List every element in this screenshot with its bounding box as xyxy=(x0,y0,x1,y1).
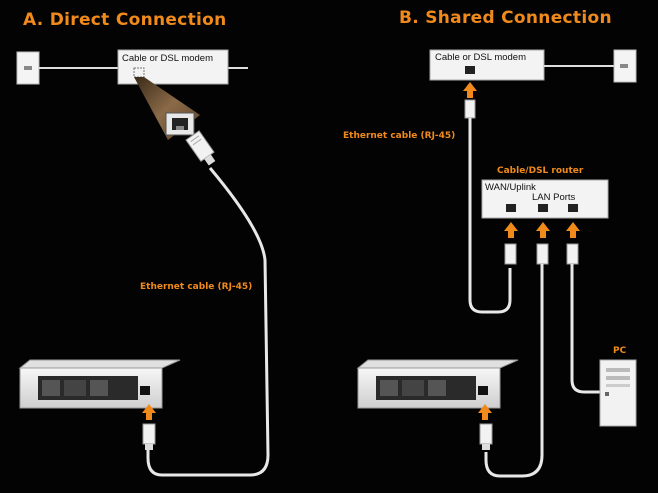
pc-label: PC xyxy=(613,346,627,356)
arrow-up-icon xyxy=(478,404,492,420)
cable-a-label: Ethernet cable (RJ-45) xyxy=(140,282,253,292)
ethernet-cable-router-console xyxy=(484,264,544,478)
router-lan-port-2 xyxy=(568,204,578,212)
ethernet-plug-icon xyxy=(185,130,216,166)
router-wan-port xyxy=(506,204,516,212)
console-icon xyxy=(356,359,519,409)
console-icon xyxy=(18,359,181,409)
modem-b-box xyxy=(429,49,545,81)
ethernet-plug-icon xyxy=(479,423,493,450)
section-a-title: A. Direct Connection xyxy=(23,10,227,30)
ethernet-plug-icon xyxy=(464,99,476,119)
arrow-up-icon xyxy=(142,404,156,420)
modem-b-port xyxy=(465,66,475,74)
modem-a-label: Cable or DSL modem xyxy=(122,53,213,64)
arrow-up-icon xyxy=(463,82,477,98)
cable-b-label: Ethernet cable (RJ-45) xyxy=(343,131,456,141)
router-title: Cable/DSL router xyxy=(497,166,584,176)
section-b-title: B. Shared Connection xyxy=(399,8,612,28)
ethernet-cable-router-pc xyxy=(570,264,600,394)
router-lan-label: LAN Ports xyxy=(532,192,576,203)
router-wan-label: WAN/Uplink xyxy=(485,182,536,193)
ethernet-cable-a xyxy=(146,167,270,477)
arrow-up-icon xyxy=(504,222,580,238)
wall-jack-icon xyxy=(16,51,40,85)
port-closeup-icon xyxy=(165,112,195,136)
ethernet-cable-modem-router xyxy=(468,118,512,314)
pc-tower-icon xyxy=(599,359,637,427)
ethernet-plug-icon xyxy=(504,243,579,265)
router-lan-port-1 xyxy=(538,204,548,212)
ethernet-plug-icon xyxy=(142,423,156,450)
wall-jack-icon xyxy=(613,49,637,83)
modem-b-label: Cable or DSL modem xyxy=(435,52,526,63)
